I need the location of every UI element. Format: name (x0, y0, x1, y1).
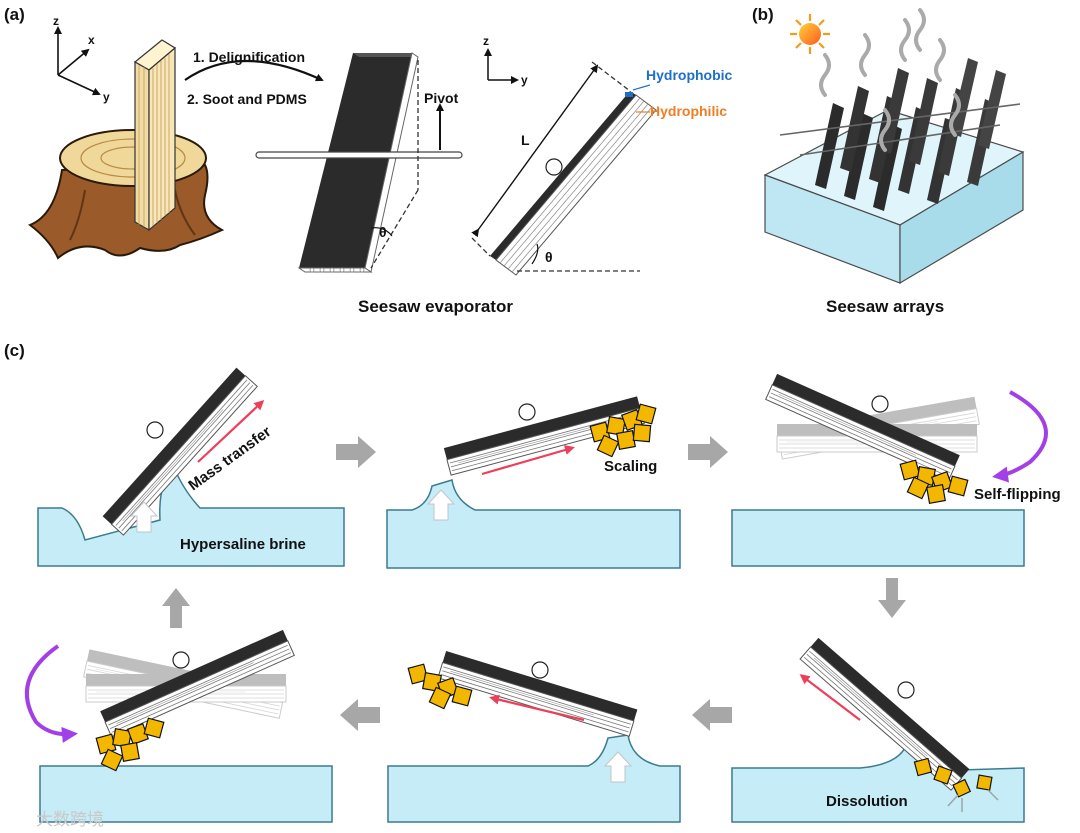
axis-x-label: x (88, 33, 95, 47)
step-6-flip-back (25, 629, 333, 823)
salt-crystals-flip (899, 459, 969, 504)
axes-3d (54, 26, 101, 96)
panel-b-label: (b) (752, 5, 774, 24)
vapor-plumes (819, 8, 961, 152)
step-soot-pdms: 2. Soot and PDMS (187, 91, 307, 107)
axis2d-y-label: y (521, 73, 528, 87)
flow-arrow-1-2 (336, 436, 376, 468)
theta-label-3d: θ (379, 224, 387, 240)
scaling-label: Scaling (604, 458, 657, 475)
caption-seesaw-evaporator: Seesaw evaporator (358, 297, 513, 316)
theta-label-2d: θ (545, 249, 553, 265)
step-5-return (387, 650, 681, 823)
brine-label: Hypersaline brine (180, 536, 306, 553)
seesaw-array-tank (763, 8, 1025, 285)
pivot-label: Pivot (424, 90, 459, 106)
step-delignification: 1. Delignification (193, 49, 305, 65)
dissolution-label: Dissolution (826, 793, 908, 810)
step-3-self-flipping (731, 373, 1048, 567)
salt-crystals-returning (407, 663, 473, 710)
salt-crystals-flip-back (95, 717, 165, 772)
watermark: 大数跨境 (36, 810, 104, 829)
flow-arrow-6-1 (162, 588, 190, 628)
panel-c-label: (c) (4, 341, 25, 360)
caption-seesaw-arrays: Seesaw arrays (826, 297, 944, 316)
seesaw-evaporator-3d (255, 52, 463, 273)
hydrophilic-label: Hydrophilic (650, 103, 727, 119)
salt-crystals-scaling (589, 403, 657, 458)
self-flipping-label: Self-flipping (974, 486, 1061, 503)
salt-crystals-dissolving (913, 757, 993, 798)
flow-arrow-5-6 (340, 699, 380, 731)
sun-icon (790, 14, 830, 54)
length-label: L (521, 132, 530, 148)
axis2d-z-label: z (483, 34, 489, 48)
flow-arrow-3-4 (878, 578, 906, 618)
seesaw-side-view (471, 61, 657, 276)
pivot-rod (255, 151, 463, 159)
process-arrow (184, 60, 324, 82)
step-2-scaling (386, 395, 681, 569)
flow-arrow-4-5 (692, 699, 732, 731)
step-4-dissolution (731, 637, 1025, 823)
wood-slab (133, 39, 177, 232)
step-1-mass-transfer (37, 367, 345, 567)
axis-z-label: z (53, 14, 59, 28)
flow-arrow-2-3 (688, 436, 728, 468)
tree-stump (27, 129, 225, 260)
axes-2d (484, 48, 519, 84)
pivot-circle (545, 158, 563, 176)
axis-y-label: y (103, 90, 110, 104)
hydrophobic-label: Hydrophobic (646, 67, 733, 83)
panel-a-label: (a) (4, 5, 25, 24)
